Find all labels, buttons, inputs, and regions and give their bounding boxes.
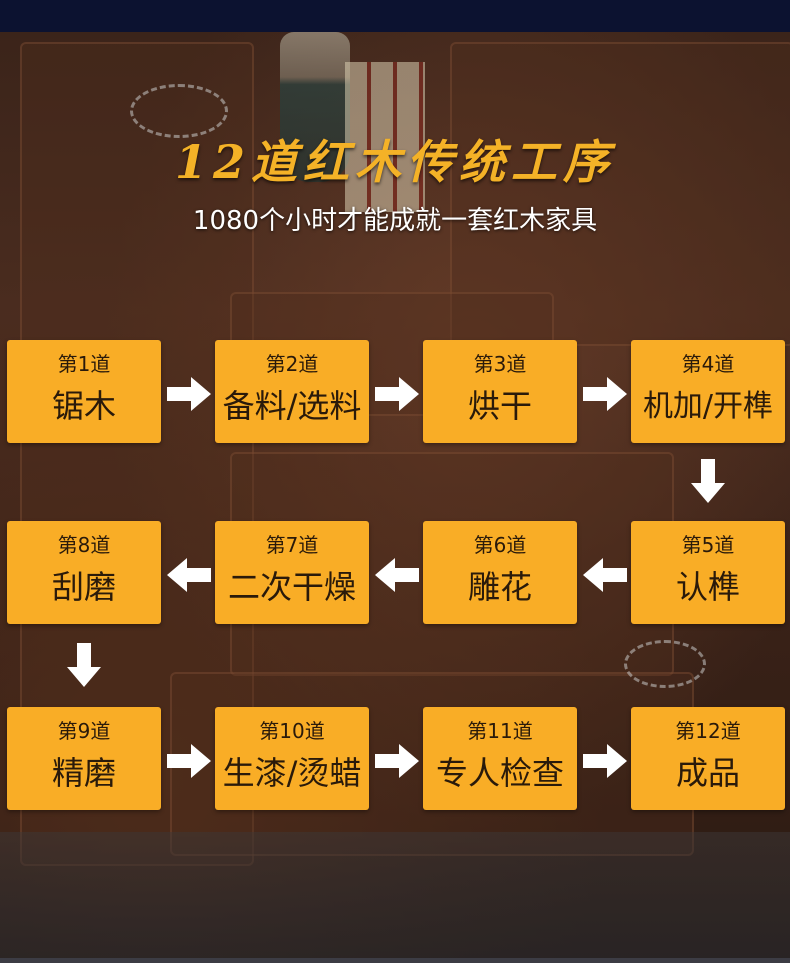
step-card-2: 第2道 备料/选料 <box>215 340 369 443</box>
arrow-down-icon <box>67 643 101 687</box>
step-name: 成品 <box>631 748 785 794</box>
step-card-8: 第8道 刮磨 <box>7 521 161 624</box>
step-name: 机加/开榫 <box>631 381 785 425</box>
arrow-left-icon <box>375 558 419 592</box>
step-card-1: 第1道 锯木 <box>7 340 161 443</box>
step-name: 刮磨 <box>7 562 161 608</box>
page-subtitle: 1080个小时才能成就一套红木家具 <box>0 200 790 237</box>
step-name: 烘干 <box>423 381 577 427</box>
step-name: 二次干燥 <box>215 562 369 608</box>
page-title: 12道红木传统工序 <box>0 126 790 192</box>
step-number: 第1道 <box>7 348 161 377</box>
step-number: 第5道 <box>631 529 785 558</box>
step-card-9: 第9道 精磨 <box>7 707 161 810</box>
step-name: 生漆/烫蜡 <box>215 748 369 794</box>
step-card-12: 第12道 成品 <box>631 707 785 810</box>
arrow-down-icon <box>691 459 725 503</box>
bottom-bar <box>0 958 790 963</box>
step-number: 第3道 <box>423 348 577 377</box>
step-number: 第7道 <box>215 529 369 558</box>
arrow-right-icon <box>167 744 211 778</box>
step-card-6: 第6道 雕花 <box>423 521 577 624</box>
arrow-right-icon <box>375 377 419 411</box>
step-card-10: 第10道 生漆/烫蜡 <box>215 707 369 810</box>
step-number: 第11道 <box>423 715 577 744</box>
step-number: 第8道 <box>7 529 161 558</box>
step-card-4: 第4道 机加/开榫 <box>631 340 785 443</box>
step-name: 专人检查 <box>423 748 577 794</box>
step-card-3: 第3道 烘干 <box>423 340 577 443</box>
step-number: 第6道 <box>423 529 577 558</box>
step-number: 第2道 <box>215 348 369 377</box>
arrow-right-icon <box>583 744 627 778</box>
step-card-7: 第7道 二次干燥 <box>215 521 369 624</box>
arrow-left-icon <box>583 558 627 592</box>
arrow-right-icon <box>167 377 211 411</box>
step-number: 第12道 <box>631 715 785 744</box>
arrow-right-icon <box>583 377 627 411</box>
step-card-5: 第5道 认榫 <box>631 521 785 624</box>
step-number: 第9道 <box>7 715 161 744</box>
step-name: 锯木 <box>7 381 161 427</box>
step-name: 雕花 <box>423 562 577 608</box>
arrow-right-icon <box>375 744 419 778</box>
step-name: 认榫 <box>631 562 785 608</box>
step-number: 第4道 <box>631 348 785 377</box>
step-name: 精磨 <box>7 748 161 794</box>
step-name: 备料/选料 <box>215 381 369 427</box>
arrow-left-icon <box>167 558 211 592</box>
step-card-11: 第11道 专人检查 <box>423 707 577 810</box>
top-bar <box>0 0 790 32</box>
step-number: 第10道 <box>215 715 369 744</box>
